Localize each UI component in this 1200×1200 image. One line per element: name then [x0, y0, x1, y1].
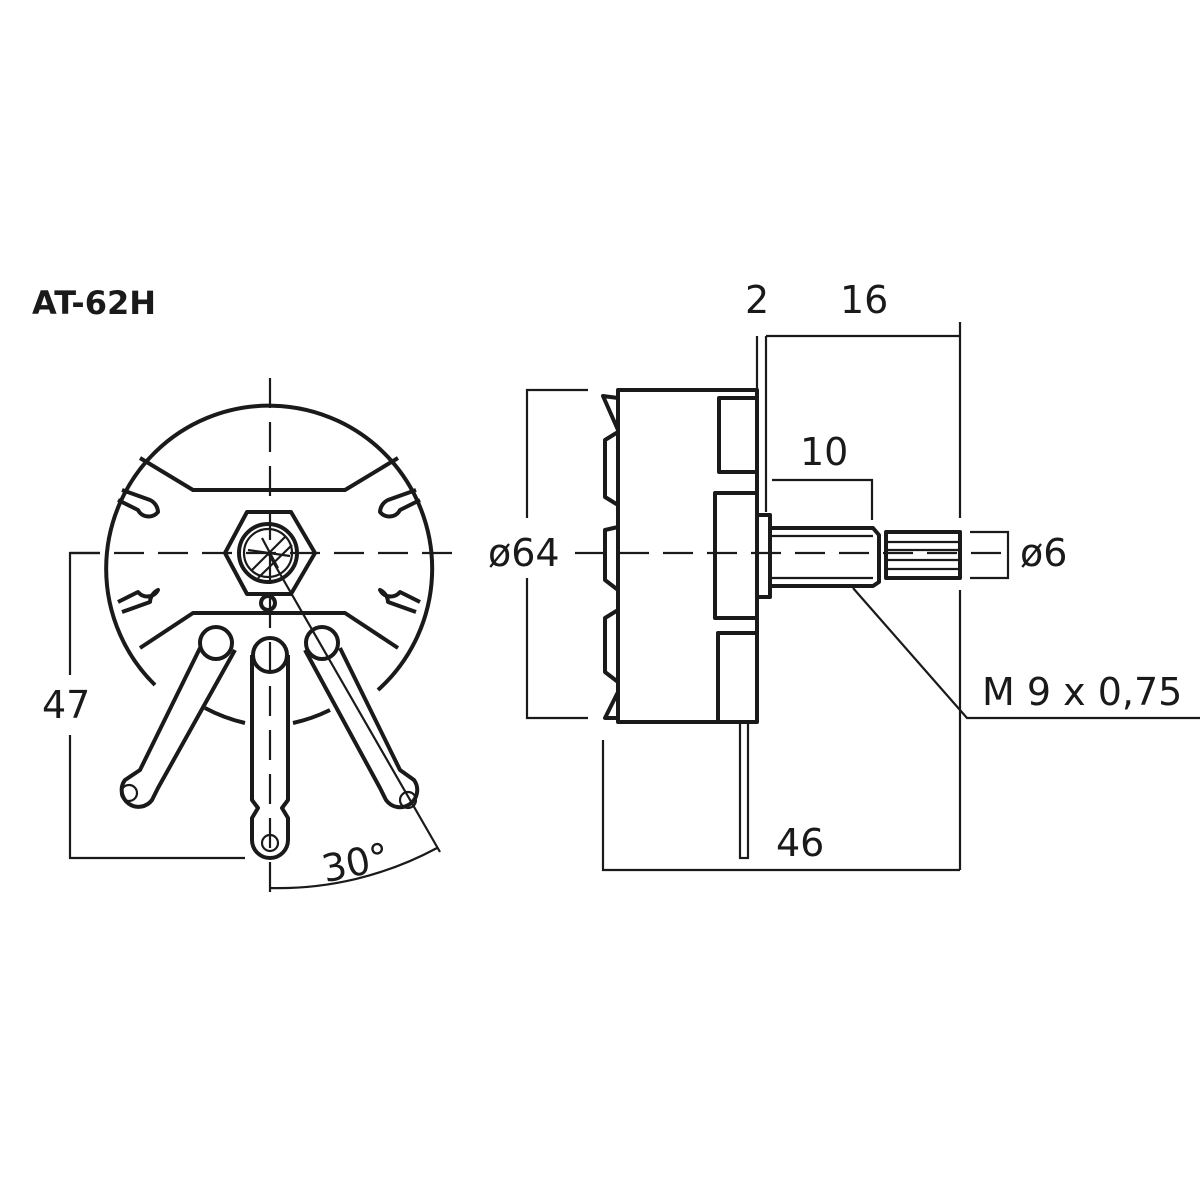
housing-serrations: [601, 394, 620, 720]
dimension-10-line: [772, 478, 874, 520]
front-view: 47 30°: [42, 378, 455, 895]
dimension-47-line: [68, 551, 245, 860]
terminal-pin: [738, 720, 750, 860]
solder-lug-right: [303, 625, 420, 810]
dimension-6-bracket: [970, 530, 1010, 580]
shaft-inner-circle: [242, 527, 294, 579]
dimension-6-label: ø6: [1020, 531, 1067, 575]
solder-lug-center: [250, 636, 290, 860]
splined-shaft: [884, 530, 962, 580]
housing-body: [616, 388, 759, 724]
threaded-bushing: [770, 526, 881, 588]
plate-upper-edge: [138, 456, 400, 492]
mounting-slot: [117, 488, 160, 519]
solder-lug-left: [119, 625, 237, 809]
bushing-flange: [755, 513, 772, 599]
locating-pin: [259, 594, 277, 612]
mounting-slot: [117, 588, 160, 614]
dimension-47-label: 47: [42, 683, 90, 727]
dimension-64-line: [525, 388, 588, 720]
thread-leader-line: [852, 587, 1200, 720]
dimension-2-label: 2: [745, 278, 769, 322]
housing-recess-middle: [713, 491, 757, 620]
angle-30-label: 30°: [318, 834, 393, 891]
dimension-64-label: ø64: [488, 531, 560, 575]
dimension-46-line: [601, 740, 960, 872]
dimension-16-line: [764, 322, 962, 870]
dimension-46-label: 46: [776, 821, 824, 865]
shaft-splines: [886, 540, 960, 571]
plate-lower-edge: [138, 611, 400, 650]
angle-arc: [269, 847, 438, 890]
thread-spec-label: M 9 x 0,75: [982, 670, 1182, 714]
shaft-outer-circle: [237, 522, 299, 584]
housing-circle-bottom: [204, 706, 331, 725]
mounting-slot: [378, 588, 421, 614]
side-view: ø64 2 16 10 ø6 M 9 x 0,75 46: [488, 278, 1200, 872]
housing-recess-bottom: [716, 631, 757, 722]
housing-recess-top: [717, 396, 757, 474]
model-title: AT-62H: [32, 284, 156, 322]
dimension-10-label: 10: [800, 430, 848, 474]
mounting-slot: [378, 488, 421, 519]
housing-circle: [104, 403, 435, 692]
dimension-16-label: 16: [840, 278, 888, 322]
